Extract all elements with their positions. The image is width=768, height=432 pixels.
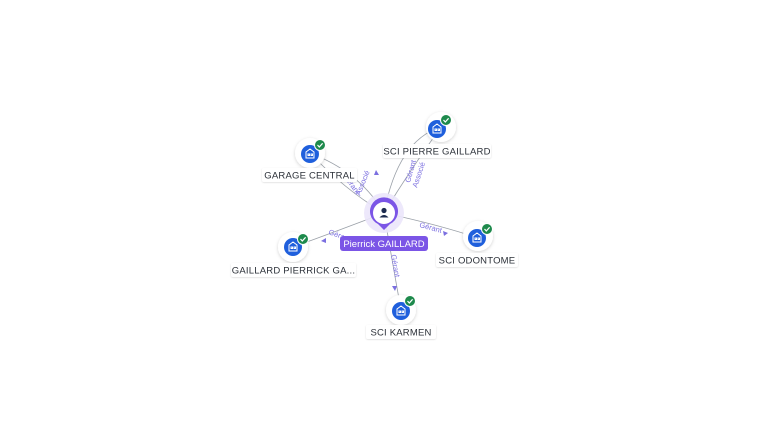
- company-label: SCI KARMEN: [370, 328, 431, 339]
- company-label: GARAGE CENTRAL: [264, 171, 354, 182]
- arrow-head: [374, 170, 379, 175]
- company-label: GAILLARD PIERRICK GA...: [232, 266, 355, 277]
- check-icon: [297, 233, 309, 245]
- company-label: SCI PIERRE GAILLARD: [383, 147, 490, 158]
- company-label: SCI ODONTOME: [439, 256, 516, 267]
- arrow-head: [392, 286, 397, 291]
- check-icon: [481, 223, 493, 235]
- edge-label-gerant-odontome: Gérant: [418, 220, 443, 235]
- check-icon: [404, 295, 416, 307]
- company-node-sci-odontome[interactable]: SCI ODONTOME: [436, 221, 518, 267]
- edge-label-gerant-karmen: Gérant: [389, 254, 402, 279]
- company-node-gaillard-pierrick[interactable]: GAILLARD PIERRICK GA...: [231, 232, 356, 277]
- arrow-head: [321, 238, 326, 243]
- arrow-head: [443, 231, 448, 236]
- company-node-garage-central[interactable]: GARAGE CENTRAL: [262, 138, 357, 182]
- check-icon: [314, 139, 326, 151]
- person-node-pierrick-gaillard[interactable]: Pierrick GAILLARD: [340, 193, 428, 251]
- person-name-label: Pierrick GAILLARD: [343, 239, 424, 250]
- check-icon: [440, 114, 452, 126]
- person-icon: [379, 207, 389, 218]
- company-node-sci-pierre-gaillard[interactable]: SCI PIERRE GAILLARD: [383, 112, 491, 158]
- company-node-sci-karmen[interactable]: SCI KARMEN: [366, 295, 436, 339]
